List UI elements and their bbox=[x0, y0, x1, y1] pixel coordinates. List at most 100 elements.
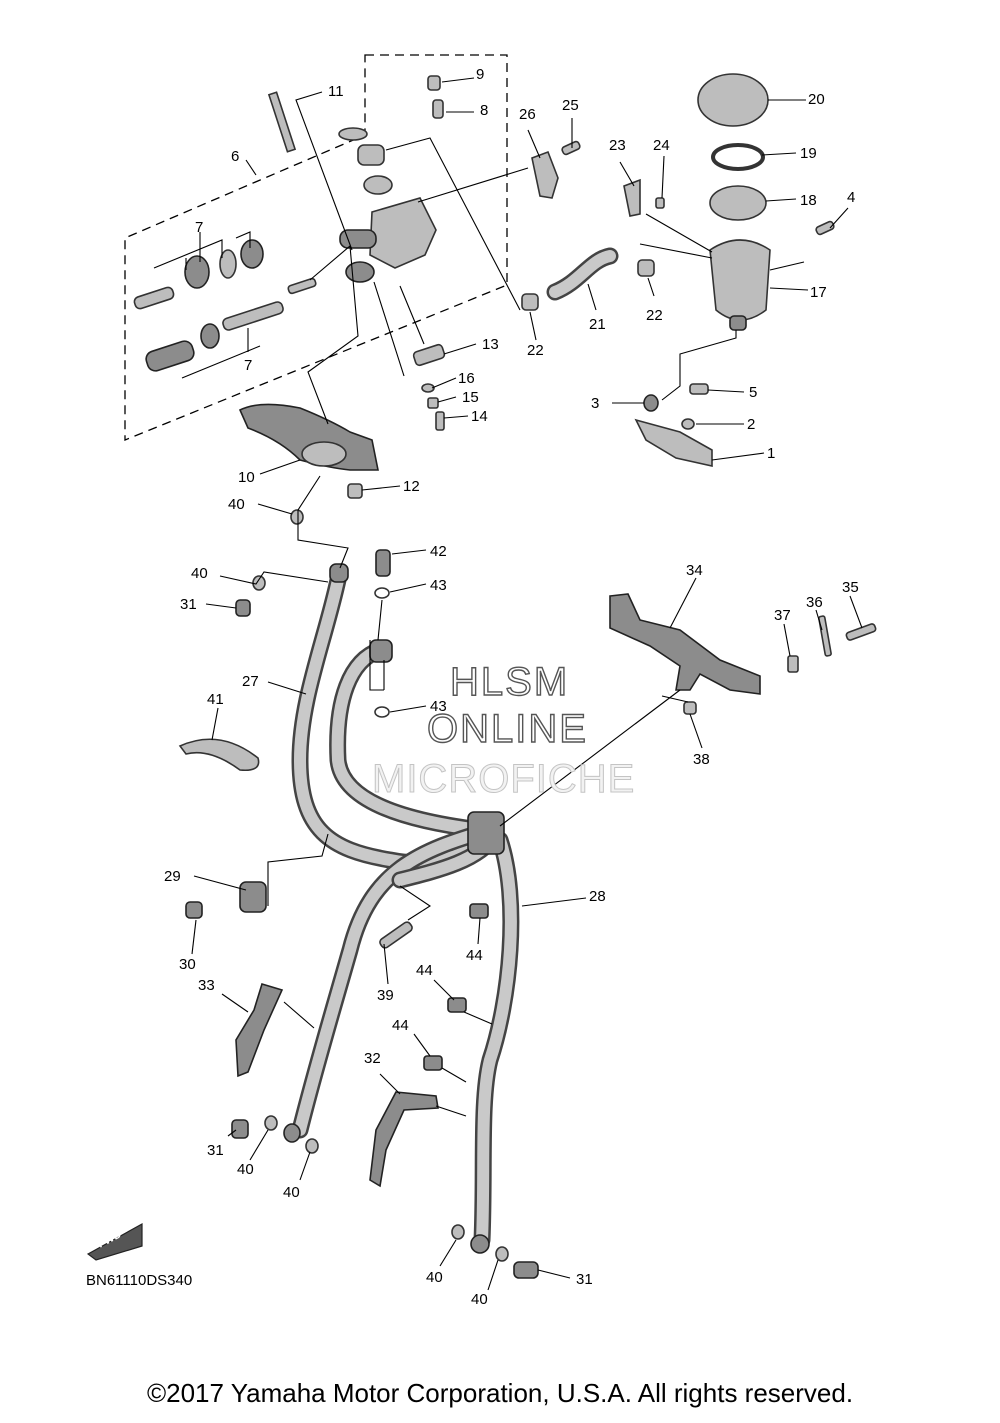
boot-part bbox=[345, 261, 375, 283]
diaphragm-plate-19 bbox=[711, 143, 765, 171]
reservoir-17 bbox=[709, 239, 771, 321]
callout-7b: 7 bbox=[244, 357, 252, 374]
callout-33: 33 bbox=[198, 977, 215, 994]
pin-part bbox=[287, 277, 317, 295]
bolt-42 bbox=[375, 549, 391, 577]
callout-11: 11 bbox=[328, 83, 344, 100]
callout-18: 18 bbox=[800, 192, 817, 209]
gasket-43a bbox=[374, 587, 390, 599]
bolt-9 bbox=[427, 75, 441, 91]
master-cylinder-body bbox=[369, 197, 437, 269]
callout-36: 36 bbox=[806, 594, 823, 611]
bolt-35 bbox=[845, 623, 877, 641]
screw-24 bbox=[655, 197, 665, 209]
callout-20: 20 bbox=[808, 91, 825, 108]
spring-part bbox=[222, 301, 284, 331]
callout-22a: 22 bbox=[527, 342, 544, 359]
callout-39: 39 bbox=[377, 987, 394, 1004]
brake-hose-28 bbox=[291, 821, 520, 1249]
grommet-3 bbox=[643, 394, 659, 412]
guide-39 bbox=[379, 921, 413, 949]
callout-31b: 31 bbox=[207, 1142, 224, 1159]
callout-27: 27 bbox=[242, 673, 259, 690]
diaphragm-18 bbox=[709, 185, 767, 221]
callout-26: 26 bbox=[519, 106, 536, 123]
lever-pivot bbox=[301, 441, 347, 467]
clamp-22b bbox=[637, 259, 655, 277]
union-bolt-31a bbox=[235, 599, 251, 617]
piston-cup-b bbox=[240, 239, 264, 269]
callout-3: 3 bbox=[591, 395, 599, 412]
callout-38: 38 bbox=[693, 751, 710, 768]
union-bolt-top bbox=[329, 563, 349, 583]
callout-40d: 40 bbox=[283, 1184, 300, 1201]
callout-40f: 40 bbox=[471, 1291, 488, 1308]
union-bolt-26 bbox=[531, 150, 559, 199]
seal-part-a bbox=[133, 286, 175, 310]
union-bolt-31b bbox=[231, 1119, 249, 1139]
union-bolt-31c bbox=[513, 1261, 539, 1279]
callout-6: 6 bbox=[231, 148, 239, 165]
bolt-8 bbox=[432, 99, 444, 119]
screw-4 bbox=[815, 220, 835, 236]
screw-36 bbox=[818, 615, 832, 657]
callout-41: 41 bbox=[207, 691, 224, 708]
callout-4: 4 bbox=[847, 189, 855, 206]
screw-25 bbox=[561, 140, 581, 156]
hose-joint-block bbox=[467, 811, 505, 855]
hose-union bbox=[369, 639, 393, 663]
screw-15 bbox=[427, 397, 439, 409]
callout-16: 16 bbox=[458, 370, 475, 387]
callout-2: 2 bbox=[747, 416, 755, 433]
callout-24: 24 bbox=[653, 137, 670, 154]
clamp-44c bbox=[423, 1055, 443, 1071]
gasket-40f bbox=[495, 1246, 509, 1262]
watermark-line-1: HLSM bbox=[449, 659, 570, 704]
diagram-code: BN61110DS340 bbox=[86, 1272, 193, 1289]
callout-44b: 44 bbox=[416, 962, 433, 979]
callout-21: 21 bbox=[589, 316, 606, 333]
callout-42: 42 bbox=[430, 543, 447, 560]
clamp-44a bbox=[469, 903, 489, 919]
copyright-notice: ©2017 Yamaha Motor Corporation, U.S.A. A… bbox=[146, 1378, 854, 1408]
bracket-33 bbox=[235, 983, 284, 1078]
circlip-part bbox=[338, 127, 368, 141]
callout-28: 28 bbox=[589, 888, 606, 905]
callout-29: 29 bbox=[164, 868, 181, 885]
piston-part bbox=[145, 340, 195, 372]
callout-34: 34 bbox=[686, 562, 703, 579]
callout-12: 12 bbox=[403, 478, 420, 495]
gasket-40e bbox=[451, 1224, 465, 1240]
callout-8: 8 bbox=[480, 102, 488, 119]
gasket-43b bbox=[374, 706, 390, 718]
bracket-1 bbox=[634, 418, 713, 467]
gasket-part bbox=[363, 175, 393, 195]
callout-40c: 40 bbox=[237, 1161, 254, 1178]
clamp-41 bbox=[178, 738, 260, 772]
union-part bbox=[357, 144, 385, 166]
callout-17: 17 bbox=[810, 284, 827, 301]
hose-end-28 bbox=[470, 1234, 490, 1254]
callout-22b: 22 bbox=[646, 307, 663, 324]
gasket-40a bbox=[290, 509, 304, 525]
callout-9: 9 bbox=[476, 66, 484, 83]
callout-35: 35 bbox=[842, 579, 859, 596]
callout-1: 1 bbox=[767, 445, 775, 462]
callout-40b: 40 bbox=[191, 565, 208, 582]
reservoir-outlet bbox=[729, 315, 747, 331]
reservoir-cap-20 bbox=[697, 73, 769, 127]
callout-13: 13 bbox=[482, 336, 499, 353]
nut-37 bbox=[787, 655, 799, 673]
callout-31a: 31 bbox=[180, 596, 197, 613]
callout-30: 30 bbox=[179, 956, 196, 973]
oring-b bbox=[200, 323, 220, 349]
gasket-40b bbox=[252, 575, 266, 591]
oring-a bbox=[219, 249, 237, 279]
callout-44c: 44 bbox=[392, 1017, 409, 1034]
gasket-40c bbox=[264, 1115, 278, 1131]
callout-14: 14 bbox=[471, 408, 488, 425]
leader-lines bbox=[153, 77, 863, 1291]
callout-5: 5 bbox=[749, 384, 757, 401]
clamp-44b bbox=[447, 997, 467, 1013]
